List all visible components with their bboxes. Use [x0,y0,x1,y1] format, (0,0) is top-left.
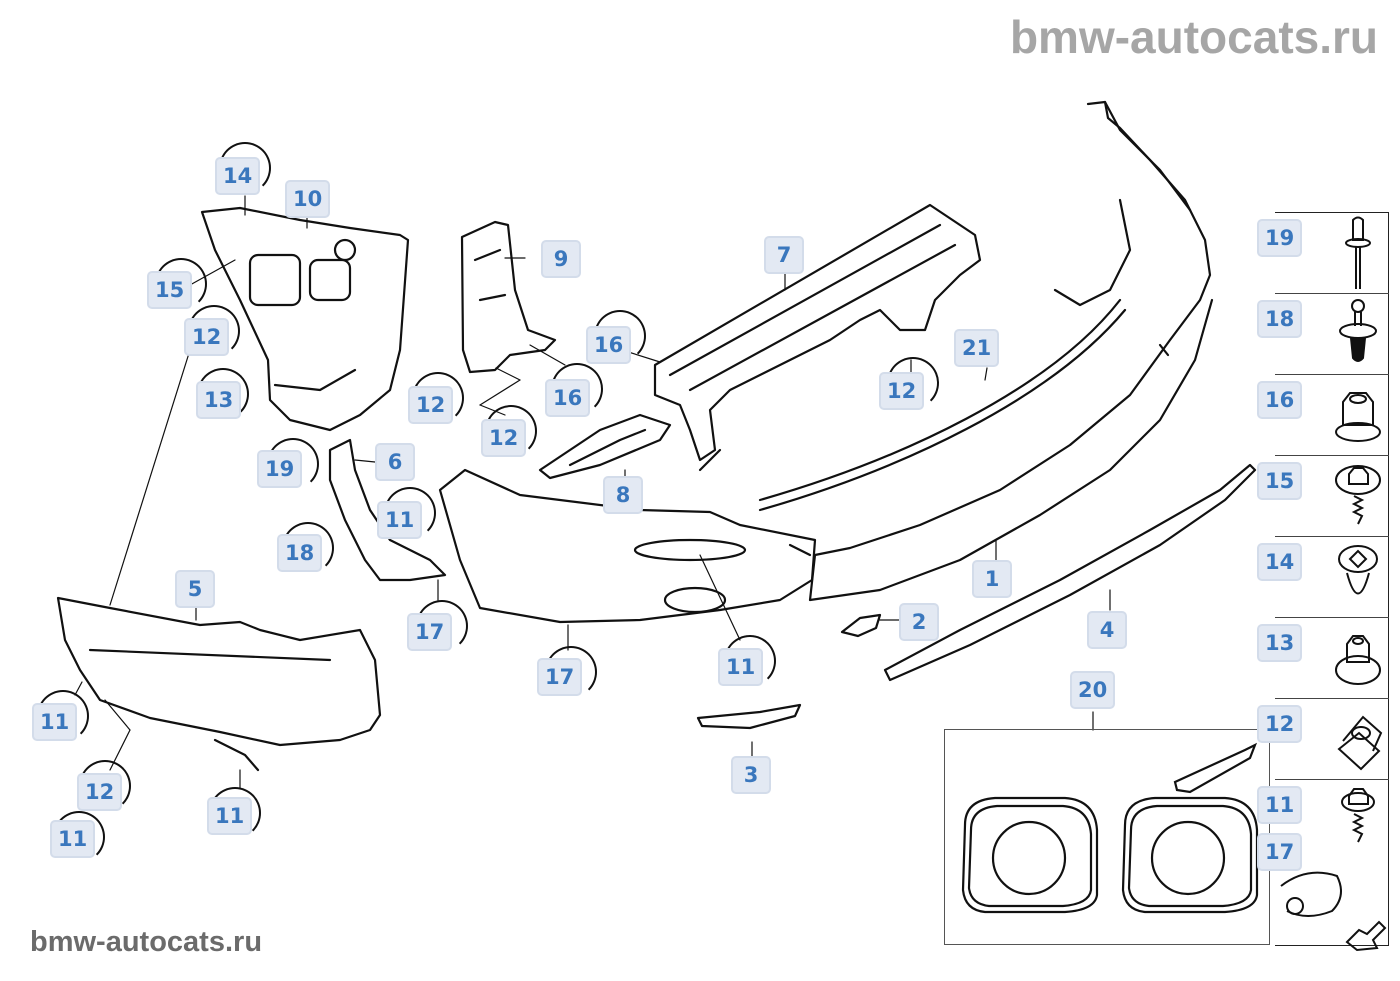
legend-label: 18 [1257,300,1303,338]
legend-item[interactable]: 15 [1257,456,1389,537]
callout-14[interactable]: 14 [215,157,261,195]
callout-11[interactable]: 11 [718,648,764,686]
legend-item[interactable]: 17 [1257,833,1389,952]
callout-12[interactable]: 12 [184,318,230,356]
callout-11[interactable]: 11 [32,703,78,741]
legend-item[interactable]: 12 [1257,699,1389,780]
hex-collar-nut-icon [1335,635,1381,685]
bumper-corner-part-5 [56,596,382,772]
fastener-legend: 19 18 16 15 14 13 12 [1257,212,1389,952]
legend-label: 17 [1257,833,1303,871]
callout-17[interactable]: 17 [407,613,453,651]
legend-item[interactable]: 13 [1257,618,1389,699]
legend-item[interactable]: 19 [1257,213,1389,294]
legend-item[interactable]: 18 [1257,294,1389,375]
part-20-set-box [944,729,1270,945]
flange-nut-icon [1335,392,1381,442]
callout-3[interactable]: 3 [731,756,771,794]
rivet-icon [1345,216,1371,289]
legend-label: 16 [1257,381,1303,419]
callout-8[interactable]: 8 [603,476,643,514]
bracket-part-6 [328,438,447,582]
callout-20[interactable]: 20 [1070,671,1116,709]
legend-label: 14 [1257,543,1303,581]
watermark-bottom: bmw-autocats.ru [30,926,263,958]
washer-screw-icon [1335,465,1381,525]
legend-item[interactable]: 16 [1257,375,1389,456]
legend-item[interactable]: 11 [1257,780,1389,846]
callout-5[interactable]: 5 [175,570,215,608]
carrier-part-7 [653,203,982,472]
cap-part-2 [840,613,882,638]
callout-1[interactable]: 1 [972,560,1012,598]
callout-16[interactable]: 16 [586,326,632,364]
callout-11[interactable]: 11 [50,820,96,858]
callout-17[interactable]: 17 [537,658,583,696]
expanding-rivet-icon [1339,299,1377,362]
callout-7[interactable]: 7 [764,236,804,274]
callout-16[interactable]: 16 [545,379,591,417]
bracket-part-10 [200,206,410,432]
legend-label: 12 [1257,705,1303,743]
callout-4[interactable]: 4 [1087,611,1127,649]
hex-screw-icon [1341,788,1375,843]
fog-light-covers-drawing [961,742,1259,914]
callout-13[interactable]: 13 [196,381,242,419]
callout-2[interactable]: 2 [899,603,939,641]
expanding-nut-icon [1338,545,1378,595]
bumper-trim-part-1 [758,100,1214,602]
callout-10[interactable]: 10 [285,180,331,218]
callout-12[interactable]: 12 [77,773,123,811]
callout-19[interactable]: 19 [257,450,303,488]
callout-12[interactable]: 12 [879,372,925,410]
legend-label: 13 [1257,624,1303,662]
callout-12[interactable]: 12 [408,386,454,424]
callout-21[interactable]: 21 [954,329,1000,367]
leader-lines [74,195,1111,789]
watermark-top: bmw-autocats.ru [1009,11,1378,63]
callout-11[interactable]: 11 [377,501,423,539]
legend-item[interactable]: 14 [1257,537,1389,618]
callout-12[interactable]: 12 [481,419,527,457]
clip-nut-icon [1337,715,1383,771]
bracket-part-9 [460,220,557,374]
legend-label: 19 [1257,219,1303,257]
callout-15[interactable]: 15 [147,271,193,309]
reflector-part-3 [696,703,802,730]
legend-label: 15 [1257,462,1303,500]
bracket-part-8 [538,413,672,480]
callout-6[interactable]: 6 [375,443,415,481]
bumper-side-part-17 [438,468,817,624]
callout-18[interactable]: 18 [277,534,323,572]
callout-11[interactable]: 11 [207,797,253,835]
callout-9[interactable]: 9 [541,240,581,278]
trim-strip-part-4 [883,463,1257,682]
legend-label: 11 [1257,786,1303,824]
vehicle-location-arrow-icon [1280,871,1387,952]
